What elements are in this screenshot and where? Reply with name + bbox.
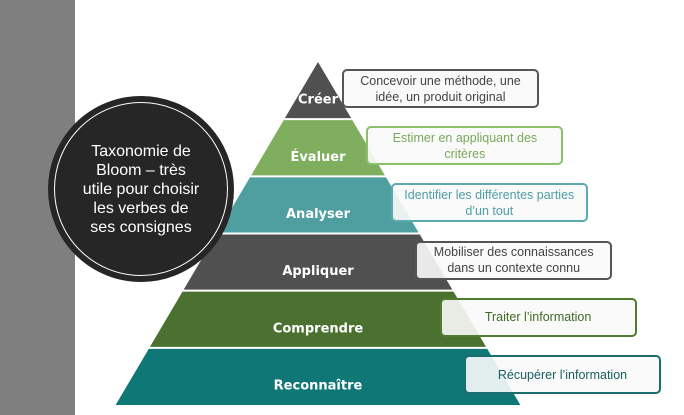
level-label: Reconnaître [274,378,363,393]
pyramid-level-1 [251,120,385,176]
level-label: Comprendre [273,321,364,336]
level-label: Appliquer [282,264,354,279]
level-description-box: Estimer en appliquant des critères [366,126,564,166]
level-description-box: Identifier les différentes parties d’un … [390,183,588,223]
pyramid-level-0 [284,62,352,119]
level-description-box: Mobiliser des connaissances dans un cont… [415,240,613,280]
level-description: Estimer en appliquant des critères [392,130,538,161]
level-label: Créer [298,93,339,108]
level-description: Identifier les différentes parties d’un … [404,187,575,218]
level-description-box: Concevoir une méthode, une idée, un prod… [342,69,539,108]
title-text: Taxonomie de Bloom – très utile pour cho… [82,142,200,236]
pyramid-level-2 [217,177,419,233]
level-description: Mobiliser des connaissances dans un cont… [433,245,594,276]
level-description: Traiter l’information [484,310,592,325]
pyramid-level-4 [149,291,487,347]
level-description-box: Traiter l’information [439,297,637,337]
level-description: Récupérer l’information [497,367,628,382]
level-description: Concevoir une méthode, une idée, un prod… [360,73,521,104]
pyramid-level-5 [115,348,521,405]
level-label: Analyser [286,207,351,222]
level-label: Évaluer [290,149,346,165]
pyramid-level-3 [183,234,453,290]
level-description-box: Récupérer l’information [464,355,661,394]
title-circle: Taxonomie de Bloom – très utile pour cho… [48,96,234,282]
